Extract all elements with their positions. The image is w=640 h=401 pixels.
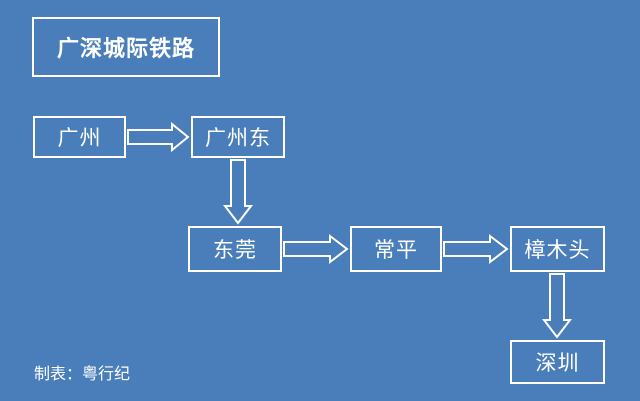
station-dongguan: 东莞: [188, 226, 282, 272]
station-shenzhen: 深圳: [510, 340, 605, 384]
station-zhangmutou: 樟木头: [510, 226, 605, 272]
station-changping: 常平: [350, 226, 442, 272]
arrow-changping-to-zhangmutou: [443, 233, 509, 265]
credit-text: 制表：粤行纪: [34, 364, 131, 383]
arrow-guangzhou-to-guangzhou-east: [127, 121, 190, 153]
arrow-zhangmutou-to-shenzhen: [541, 273, 573, 339]
station-guangzhou-east: 广州东: [191, 116, 285, 158]
diagram-title: 广深城际铁路: [32, 17, 220, 77]
station-guangzhou: 广州: [33, 116, 126, 158]
arrow-dongguan-to-changping: [283, 233, 349, 265]
arrow-guangzhou-east-to-dongguan: [222, 159, 254, 225]
